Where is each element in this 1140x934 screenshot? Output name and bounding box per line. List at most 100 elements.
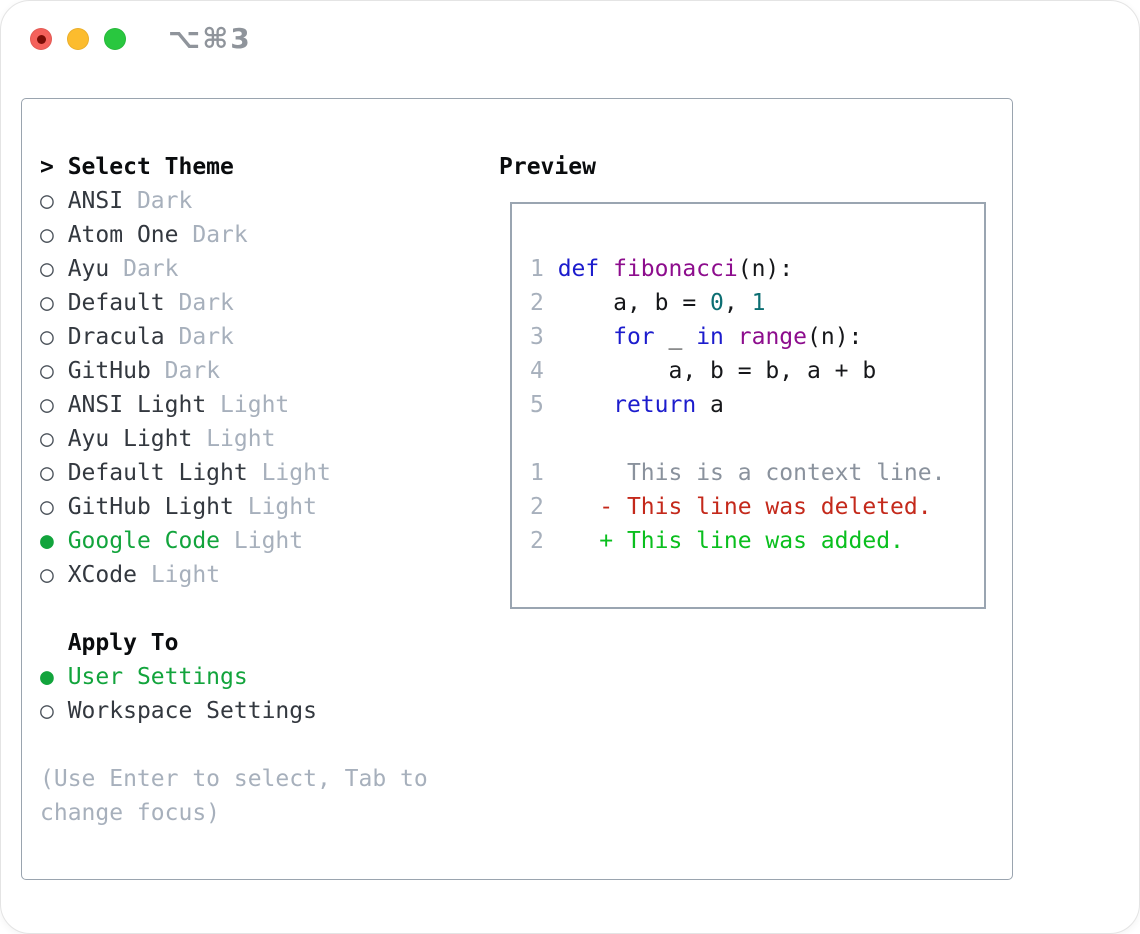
line-number: 1 <box>530 256 558 282</box>
code-token: + This line was added. <box>599 528 904 554</box>
theme-option-dracula[interactable]: ○ Dracula Dark <box>40 320 428 354</box>
apply-option-workspace-settings[interactable]: ○ Workspace Settings <box>40 694 428 728</box>
theme-variant: Light <box>261 460 331 486</box>
theme-option-google-code[interactable]: ● Google Code Light <box>40 524 428 558</box>
code-token: range <box>737 324 807 350</box>
radio-icon: ○ <box>40 324 68 350</box>
 <box>165 290 179 316</box>
theme-variant: Dark <box>123 256 179 282</box>
theme-variant: Dark <box>164 358 221 384</box>
theme-variant: Dark <box>178 290 234 316</box>
cursor-icon: > <box>40 154 68 180</box>
code-line-4: 4 a, b = b, a + b <box>530 354 945 388</box>
theme-option-atom-one[interactable]: ○ Atom One Dark <box>40 218 428 252</box>
window-title-shortcut: ⌥⌘3 <box>168 22 252 55</box>
select-theme-header: > Select Theme <box>40 150 428 184</box>
code-token <box>558 392 613 418</box>
selected-radio-icon: ● <box>40 664 68 690</box>
theme-name: GitHub <box>67 358 151 384</box>
help-text-line2: change focus) <box>40 800 221 826</box>
theme-name: Atom One <box>67 222 179 248</box>
code-token: fibonacci <box>613 256 738 282</box>
line-number: 4 <box>530 358 558 384</box>
theme-option-ansi[interactable]: ○ ANSI Dark <box>40 184 428 218</box>
radio-icon: ○ <box>40 222 68 248</box>
theme-name: Ayu <box>67 256 110 282</box>
theme-name: Google Code <box>67 528 221 554</box>
apply-option-label: Workspace Settings <box>67 698 317 724</box>
code-token <box>558 324 613 350</box>
code-token: (n): <box>807 324 863 350</box>
theme-option-xcode[interactable]: ○ XCode Light <box>40 558 428 592</box>
code-line-3: 3 for _ in range(n): <box>530 320 945 354</box>
code-token: return <box>613 392 697 418</box>
radio-icon: ○ <box>40 256 68 282</box>
 <box>192 426 206 452</box>
code-token: _ <box>654 324 697 350</box>
theme-option-ayu-light[interactable]: ○ Ayu Light Light <box>40 422 428 456</box>
code-token <box>544 494 599 520</box>
spacer <box>530 422 945 456</box>
 <box>151 358 165 384</box>
code-token: def <box>557 256 614 282</box>
code-token <box>544 460 627 486</box>
spacer <box>40 592 428 626</box>
theme-option-ansi-light[interactable]: ○ ANSI Light Light <box>40 388 428 422</box>
theme-variant: Light <box>206 426 276 452</box>
minimize-button[interactable] <box>67 28 89 50</box>
apply-option-user-settings[interactable]: ● User Settings <box>40 660 428 694</box>
preview-header: Preview <box>499 154 596 180</box>
code-token <box>724 324 738 350</box>
code-token: a, b = <box>557 290 711 316</box>
radio-icon: ○ <box>40 494 68 520</box>
code-line-5: 5 return a <box>530 388 945 422</box>
theme-variant: Light <box>247 494 317 520</box>
 <box>248 460 262 486</box>
theme-variant: Dark <box>178 324 234 350</box>
help-text-line1: (Use Enter to select, Tab to <box>40 766 428 792</box>
code-token: a <box>696 392 724 418</box>
 <box>220 528 234 554</box>
apply-option-label: User Settings <box>67 664 248 690</box>
theme-name: GitHub Light <box>67 494 234 520</box>
theme-variant: Dark <box>136 188 193 214</box>
code-token: 0 <box>710 290 724 316</box>
apply-to-title: Apply To <box>40 630 179 656</box>
apply-to-header: Apply To <box>40 626 428 660</box>
theme-variant: Light <box>233 528 304 554</box>
code-line-1: 1 def fibonacci(n): <box>530 252 945 286</box>
 <box>178 222 192 248</box>
code-token: This is a context line. <box>626 460 946 486</box>
theme-name: ANSI Light <box>67 392 207 418</box>
 <box>109 256 123 282</box>
code-line-2: 2 a, b = 0, 1 <box>530 286 945 320</box>
titlebar <box>30 28 126 50</box>
line-number: 3 <box>530 324 558 350</box>
theme-name: ANSI <box>67 188 124 214</box>
line-number: 2 <box>530 494 544 520</box>
code-token: (n): <box>737 256 794 282</box>
theme-name: Default <box>67 290 165 316</box>
theme-option-github[interactable]: ○ GitHub Dark <box>40 354 428 388</box>
radio-icon: ○ <box>40 188 68 214</box>
line-number: 2 <box>530 290 558 316</box>
theme-option-default[interactable]: ○ Default Dark <box>40 286 428 320</box>
 <box>206 392 220 418</box>
theme-option-github-light[interactable]: ○ GitHub Light Light <box>40 490 428 524</box>
diff-line-1: 1 This is a context line. <box>530 456 945 490</box>
code-token: for <box>613 324 655 350</box>
diff-line-2: 2 - This line was deleted. <box>530 490 945 524</box>
radio-icon: ○ <box>40 562 68 588</box>
theme-name: Ayu Light <box>67 426 193 452</box>
theme-picker-panel: > Select Theme○ ANSI Dark○ Atom One Dark… <box>21 98 1013 880</box>
close-button[interactable] <box>30 28 52 50</box>
theme-option-default-light[interactable]: ○ Default Light Light <box>40 456 428 490</box>
zoom-button[interactable] <box>104 28 126 50</box>
left-column: > Select Theme○ ANSI Dark○ Atom One Dark… <box>40 150 428 830</box>
code-token: a, b = b, a + b <box>557 358 877 384</box>
theme-name: XCode <box>67 562 137 588</box>
code-token <box>544 528 599 554</box>
theme-option-ayu[interactable]: ○ Ayu Dark <box>40 252 428 286</box>
